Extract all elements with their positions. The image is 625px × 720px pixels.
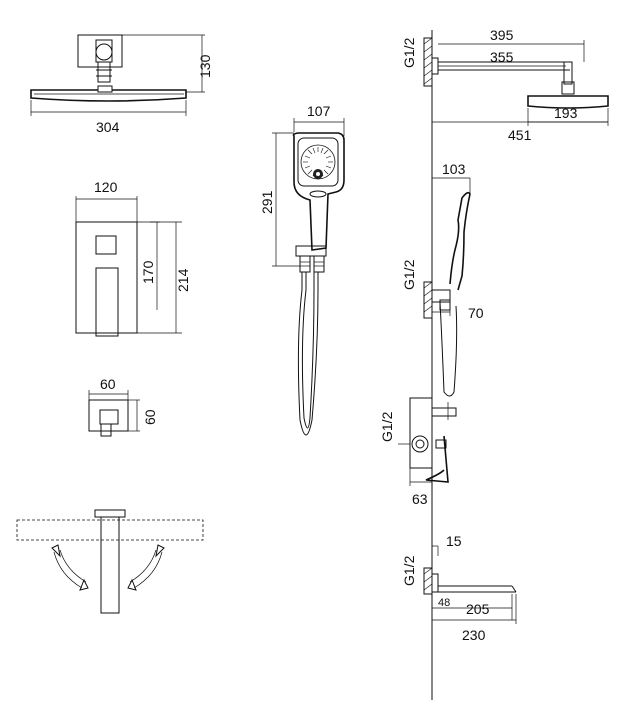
thread-label-2: G1/2: [401, 259, 417, 290]
tub-spout-side-view: [423, 545, 517, 624]
dim-holder-depth: 70: [468, 305, 484, 321]
dim-spout-min: 15: [446, 533, 462, 549]
dim-spout-total: 230: [462, 627, 486, 643]
dim-head-width: 304: [96, 119, 120, 135]
dim-head-height: 130: [197, 54, 213, 78]
dim-valve-inner: 170: [140, 260, 156, 284]
dim-diverter-h: 60: [142, 409, 158, 425]
dim-diverter-w: 60: [100, 376, 116, 392]
shower-arm-side-view: [423, 37, 609, 126]
dim-arm-long: 395: [490, 27, 514, 43]
hand-shower-view: [272, 118, 345, 436]
dim-arm-short: 355: [490, 49, 514, 65]
valve-side-view: [398, 397, 457, 486]
wall-outlet-front-view: [88, 390, 140, 437]
dim-valve-width: 120: [94, 179, 118, 195]
thread-label-3: G1/2: [379, 411, 395, 442]
dim-total-reach: 451: [508, 127, 532, 143]
dim-holder-width: 103: [442, 161, 466, 177]
thread-label-4: G1/2: [401, 555, 417, 586]
shower-head-front-view: [30, 34, 205, 116]
valve-box-front-view: [75, 196, 182, 337]
dim-spout-inner: 48: [438, 597, 450, 609]
dim-valve-outer: 214: [175, 268, 191, 292]
thread-label-1: G1/2: [401, 37, 417, 68]
dim-head-diameter: 193: [554, 105, 578, 121]
dim-valve-depth: 63: [412, 491, 428, 507]
rotating-arm-view: [16, 509, 204, 614]
dim-spout-reach: 205: [466, 601, 490, 617]
handshower-holder-side-view: [423, 177, 471, 397]
dim-handshower-width: 107: [307, 103, 331, 119]
dim-handshower-height: 291: [259, 190, 275, 214]
spray-pattern: [303, 147, 333, 177]
